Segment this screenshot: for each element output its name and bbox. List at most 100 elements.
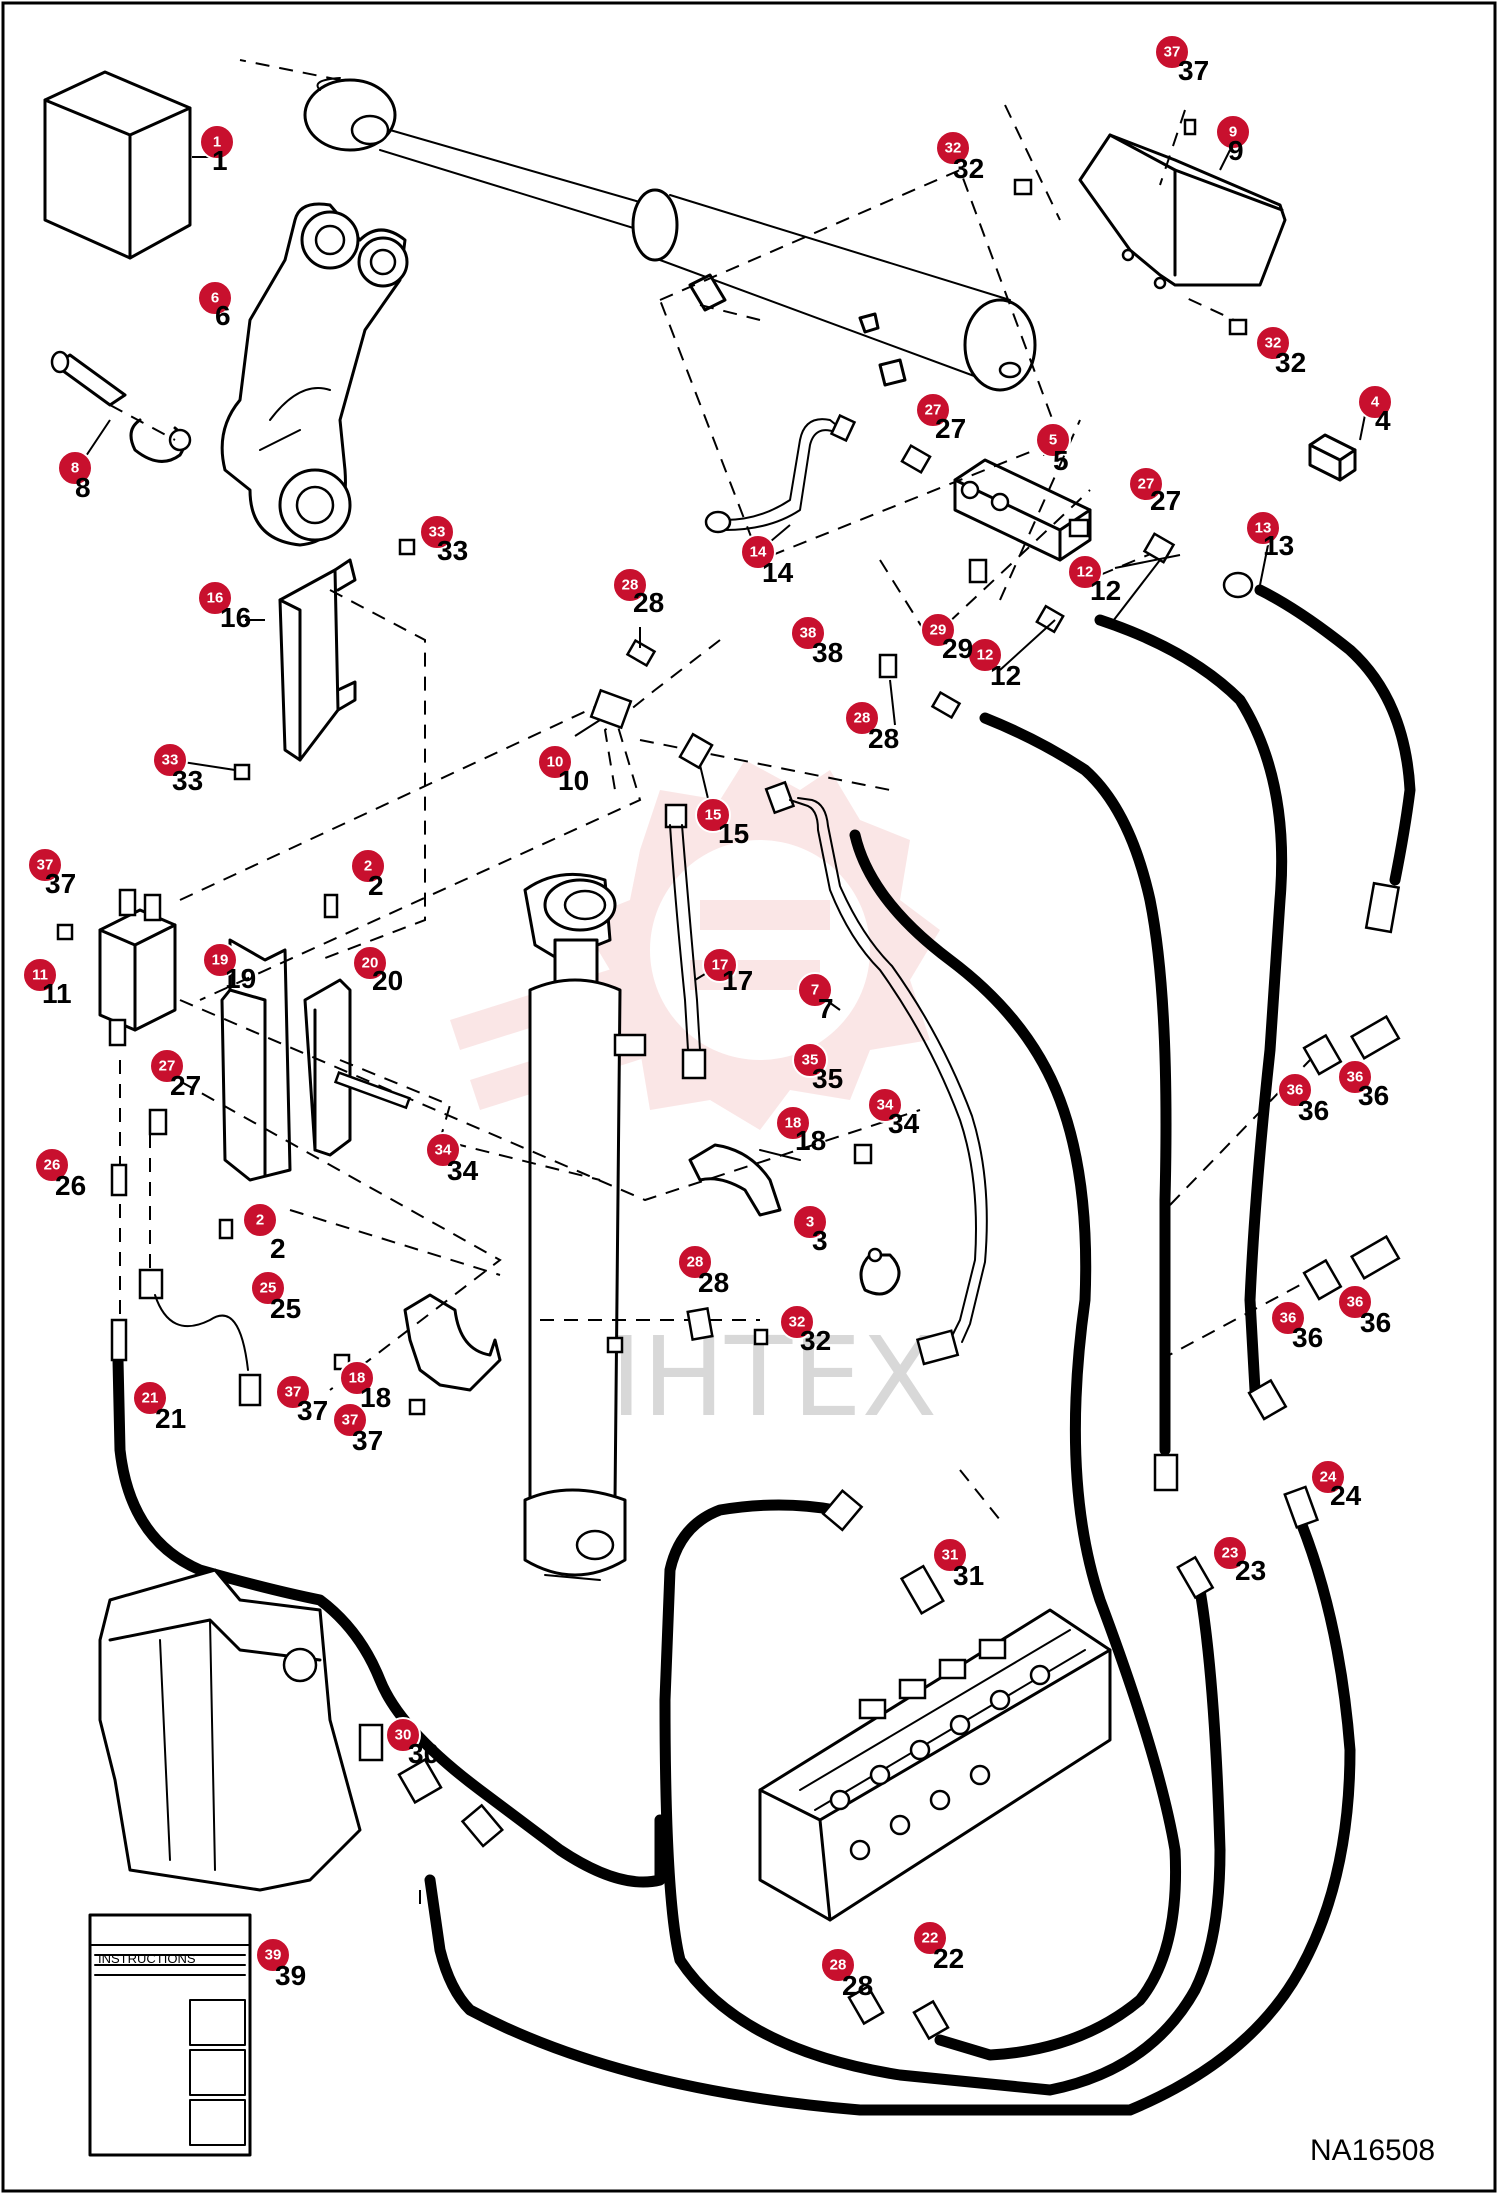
callout-36-a[interactable]: 36 [1277, 1072, 1313, 1108]
label-2-lower: 2 [270, 1233, 286, 1264]
callout-36-d[interactable]: 36 [1337, 1284, 1373, 1320]
svg-text:36: 36 [1347, 1069, 1364, 1086]
label-37-top: 37 [1178, 55, 1209, 86]
callout-30[interactable]: 30 [385, 1717, 421, 1753]
callout-9[interactable]: 9 [1215, 114, 1251, 150]
callout-33-bottom[interactable]: 33 [152, 742, 188, 778]
label-4: 4 [1375, 405, 1391, 436]
svg-text:29: 29 [930, 622, 947, 639]
callout-27-left[interactable]: 27 [149, 1048, 185, 1084]
label-36-d: 36 [1360, 1307, 1391, 1338]
label-15: 15 [718, 818, 749, 849]
part-switch [1308, 433, 1357, 482]
callout-27-right[interactable]: 27 [1128, 466, 1164, 502]
label-14: 14 [762, 557, 794, 588]
callout-13[interactable]: 13 [1245, 510, 1281, 546]
svg-text:16: 16 [207, 590, 224, 607]
callout-7[interactable]: 7 [797, 972, 833, 1008]
watermark-text: ИНТЕХ [560, 1313, 937, 1441]
callout-2-lower[interactable]: 2 [242, 1202, 278, 1238]
label-36-c: 36 [1292, 1322, 1323, 1353]
label-32-top: 32 [953, 153, 984, 184]
callout-24[interactable]: 24 [1310, 1459, 1346, 1495]
label-10: 10 [558, 765, 589, 796]
callout-25[interactable]: 25 [250, 1270, 286, 1306]
callout-38[interactable]: 38 [790, 615, 826, 651]
svg-text:12: 12 [1077, 564, 1094, 581]
callout-37-lower-b[interactable]: 37 [332, 1402, 368, 1438]
svg-text:14: 14 [750, 544, 767, 561]
svg-text:33: 33 [162, 752, 179, 769]
part-tube-14 [704, 413, 857, 534]
callout-28-top[interactable]: 28 [612, 567, 648, 603]
label-38: 38 [812, 637, 843, 668]
callout-11[interactable]: 11 [22, 957, 58, 993]
callout-12-lower[interactable]: 12 [967, 637, 1003, 673]
callout-37-lower-a[interactable]: 37 [275, 1374, 311, 1410]
callout-28-mid[interactable]: 28 [844, 700, 880, 736]
callout-34-right[interactable]: 34 [867, 1087, 903, 1123]
callout-39[interactable]: 39 [255, 1937, 291, 1973]
svg-text:12: 12 [977, 647, 994, 664]
callout-18-upper[interactable]: 18 [775, 1105, 811, 1141]
callout-29[interactable]: 29 [920, 612, 956, 648]
callout-3[interactable]: 3 [792, 1204, 828, 1240]
label-12-lower: 12 [990, 660, 1021, 691]
callout-20[interactable]: 20 [352, 945, 388, 981]
svg-text:25: 25 [260, 1280, 277, 1297]
label-30: 30 [408, 1738, 439, 1769]
label-36-b: 36 [1358, 1080, 1389, 1111]
callout-17[interactable]: 17 [702, 947, 738, 983]
callout-14[interactable]: 14 [740, 534, 776, 570]
callout-8[interactable]: 8 [57, 450, 93, 486]
callout-10[interactable]: 10 [537, 744, 573, 780]
callout-32-right[interactable]: 32 [1255, 325, 1291, 361]
callout-18-lower[interactable]: 18 [339, 1360, 375, 1396]
callout-32-top[interactable]: 32 [935, 130, 971, 166]
callout-15[interactable]: 15 [695, 797, 731, 833]
svg-text:37: 37 [285, 1384, 302, 1401]
callout-35[interactable]: 35 [792, 1042, 828, 1078]
svg-text:34: 34 [435, 1142, 452, 1159]
callout-36-c[interactable]: 36 [1270, 1300, 1306, 1336]
callout-4[interactable]: 4 [1357, 384, 1393, 420]
label-22: 22 [933, 1943, 964, 1974]
callout-19[interactable]: 19 [202, 942, 238, 978]
callout-34-left[interactable]: 34 [425, 1132, 461, 1168]
part-clamp-18-bottom [403, 1293, 502, 1392]
callout-31[interactable]: 31 [932, 1537, 968, 1573]
label-36-a: 36 [1298, 1095, 1329, 1126]
callout-28-lower[interactable]: 28 [677, 1244, 713, 1280]
callout-2-upper[interactable]: 2 [350, 848, 386, 884]
callout-23[interactable]: 23 [1212, 1535, 1248, 1571]
callout-26[interactable]: 26 [34, 1147, 70, 1183]
callout-37-left[interactable]: 37 [27, 847, 63, 883]
callout-27-top[interactable]: 27 [915, 392, 951, 428]
label-25: 25 [270, 1293, 301, 1324]
callout-5[interactable]: 5 [1035, 422, 1071, 458]
svg-text:28: 28 [830, 1957, 847, 1974]
svg-text:2: 2 [256, 1212, 264, 1229]
callout-33-top[interactable]: 33 [419, 514, 455, 550]
label-11: 11 [42, 978, 72, 1009]
svg-text:37: 37 [1164, 44, 1181, 61]
callout-37-top[interactable]: 37 [1154, 34, 1190, 70]
svg-text:18: 18 [349, 1370, 366, 1387]
callout-36-b[interactable]: 36 [1337, 1059, 1373, 1095]
callout-22[interactable]: 22 [912, 1920, 948, 1956]
callout-16[interactable]: 16 [197, 580, 233, 616]
callout-12-upper[interactable]: 12 [1067, 554, 1103, 590]
callout-32-lower[interactable]: 32 [779, 1304, 815, 1340]
label-37-lower-b: 37 [352, 1425, 383, 1456]
callout-1[interactable]: 1 [199, 124, 235, 160]
svg-text:35: 35 [802, 1052, 819, 1069]
svg-text:17: 17 [712, 957, 729, 974]
svg-text:23: 23 [1222, 1545, 1239, 1562]
label-35: 35 [812, 1063, 843, 1094]
callout-6[interactable]: 6 [197, 280, 233, 316]
svg-text:28: 28 [854, 710, 871, 727]
callout-21[interactable]: 21 [132, 1380, 168, 1416]
callout-28-bottom[interactable]: 28 [820, 1947, 856, 1983]
svg-text:39: 39 [265, 1947, 282, 1964]
